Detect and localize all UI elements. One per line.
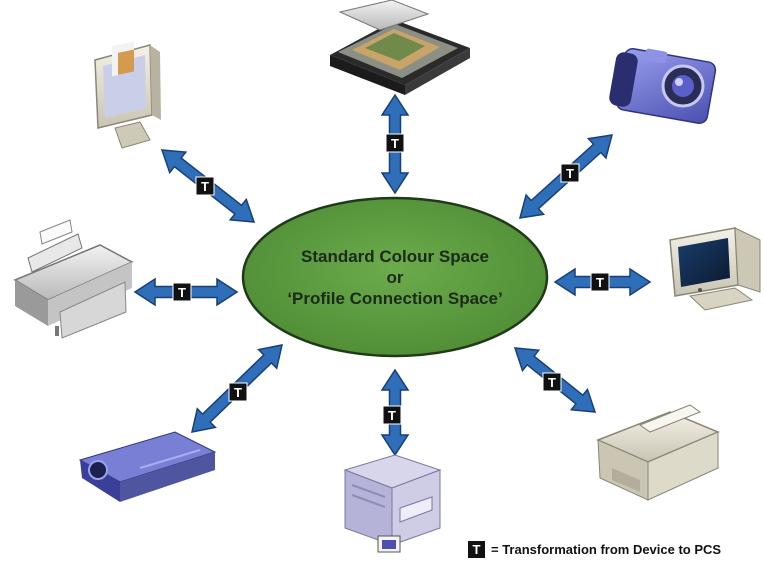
badge-box — [195, 176, 215, 196]
transform-badge-lcd-monitor: T — [195, 176, 215, 196]
badge-label: T — [201, 179, 209, 194]
badge-label: T — [596, 275, 604, 290]
transform-badge-laser-printer: T — [542, 372, 562, 392]
profile-connection-space-hub: Standard Colour Space or ‘Profile Connec… — [241, 196, 549, 358]
scanner-icon — [330, 0, 470, 95]
laser-printer-icon — [596, 404, 720, 501]
legend-t-symbol: T — [468, 540, 485, 558]
projector-icon — [78, 431, 217, 502]
badge-box — [382, 405, 402, 425]
badge-box — [542, 372, 562, 392]
hub-line-1: Standard Colour Space — [301, 247, 489, 266]
badge-label: T — [391, 136, 399, 151]
crt-monitor-icon — [669, 227, 761, 311]
proof-printer-icon — [343, 454, 442, 553]
transform-badge-proof-printer: T — [382, 405, 402, 425]
badge-box — [385, 133, 405, 153]
transform-badge-camera: T — [560, 163, 580, 183]
transform-badge-wide-format-printer: T — [172, 282, 192, 302]
badge-label: T — [566, 166, 574, 181]
badge-label: T — [388, 408, 396, 423]
badge-box — [560, 163, 580, 183]
badge-box — [228, 382, 248, 402]
badges-layer: T T T T T T T T — [172, 133, 610, 425]
transform-badge-scanner: T — [385, 133, 405, 153]
hub-line-3: ‘Profile Connection Space’ — [287, 289, 502, 308]
badge-label: T — [234, 385, 242, 400]
badge-label: T — [548, 375, 556, 390]
camera-icon — [609, 48, 717, 124]
transform-badge-crt: T — [590, 272, 610, 292]
hub-line-2: or — [387, 268, 404, 287]
wide-format-printer-icon — [13, 219, 134, 339]
transform-badge-projector: T — [228, 382, 248, 402]
badge-box — [590, 272, 610, 292]
hub-ellipse — [241, 196, 549, 358]
badge-label: T — [178, 285, 186, 300]
badge-box — [172, 282, 192, 302]
legend-text: = Transformation from Device to PCS — [491, 541, 722, 557]
lcd-monitor-icon — [94, 41, 161, 149]
legend: T = Transformation from Device to PCS — [468, 538, 721, 560]
